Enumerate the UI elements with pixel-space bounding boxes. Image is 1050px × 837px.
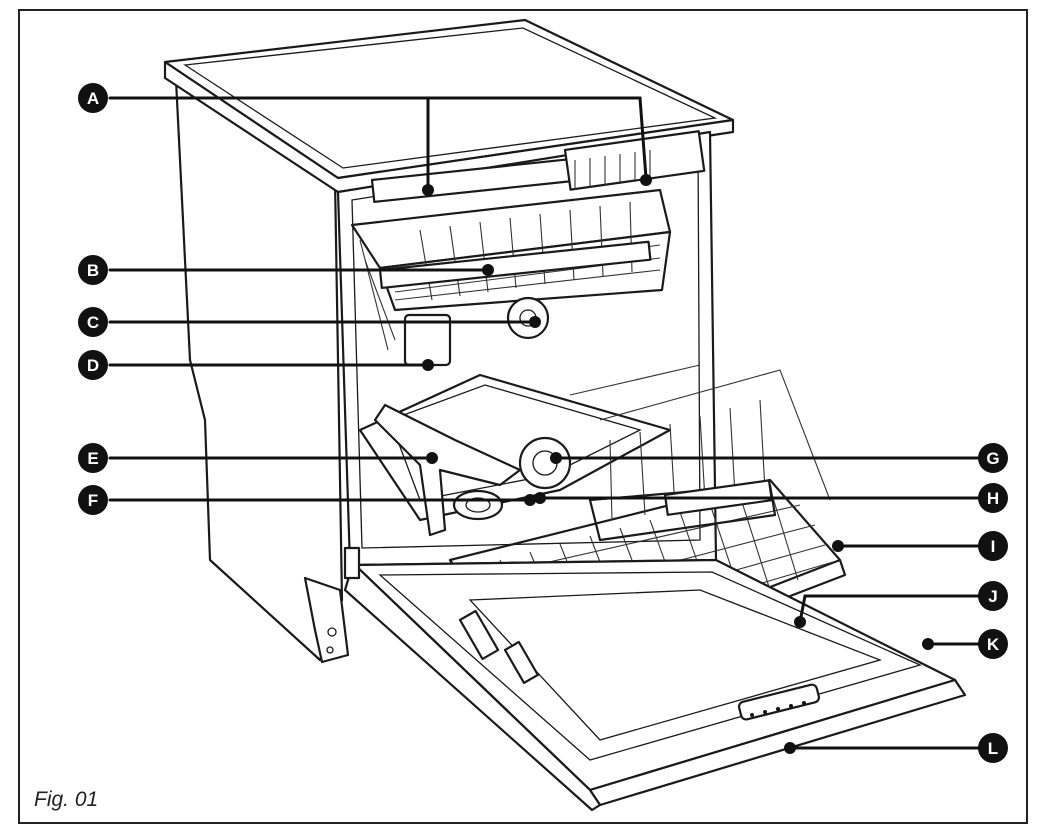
- filter-cap: [518, 436, 572, 490]
- callout-f: F: [78, 485, 108, 515]
- callout-h: H: [978, 483, 1008, 513]
- callout-l: L: [978, 733, 1008, 763]
- callout-g: G: [978, 443, 1008, 473]
- svg-text:F: F: [88, 491, 98, 510]
- door-hinge: [343, 546, 361, 580]
- svg-text:B: B: [87, 261, 99, 280]
- leader-j: [798, 594, 987, 624]
- svg-text:K: K: [987, 635, 1000, 654]
- foot-bracket: [303, 576, 350, 664]
- svg-text:D: D: [87, 356, 99, 375]
- callout-a: A: [78, 83, 108, 113]
- callout-k: K: [978, 629, 1008, 659]
- leader-a: [108, 96, 648, 180]
- figure-caption: Fig. 01: [34, 788, 99, 811]
- figure-frame: [18, 9, 1028, 824]
- control-panel: [737, 683, 821, 721]
- svg-text:I: I: [991, 537, 996, 556]
- callout-c: C: [78, 307, 108, 337]
- leader-lines: [108, 96, 987, 754]
- rinse-aid-cap: [452, 489, 504, 521]
- callout-d: D: [78, 350, 108, 380]
- svg-text:E: E: [87, 449, 98, 468]
- svg-text:G: G: [986, 449, 999, 468]
- svg-text:L: L: [988, 739, 998, 758]
- svg-text:H: H: [987, 489, 999, 508]
- upper-spray-arm-hub: [506, 296, 550, 340]
- callout-b: B: [78, 255, 108, 285]
- svg-text:A: A: [87, 89, 99, 108]
- svg-text:C: C: [87, 313, 99, 332]
- callout-e: E: [78, 443, 108, 473]
- svg-text:J: J: [988, 587, 997, 606]
- callout-j: J: [978, 581, 1008, 611]
- callout-i: I: [978, 531, 1008, 561]
- cabinet-side-panel: [174, 78, 344, 662]
